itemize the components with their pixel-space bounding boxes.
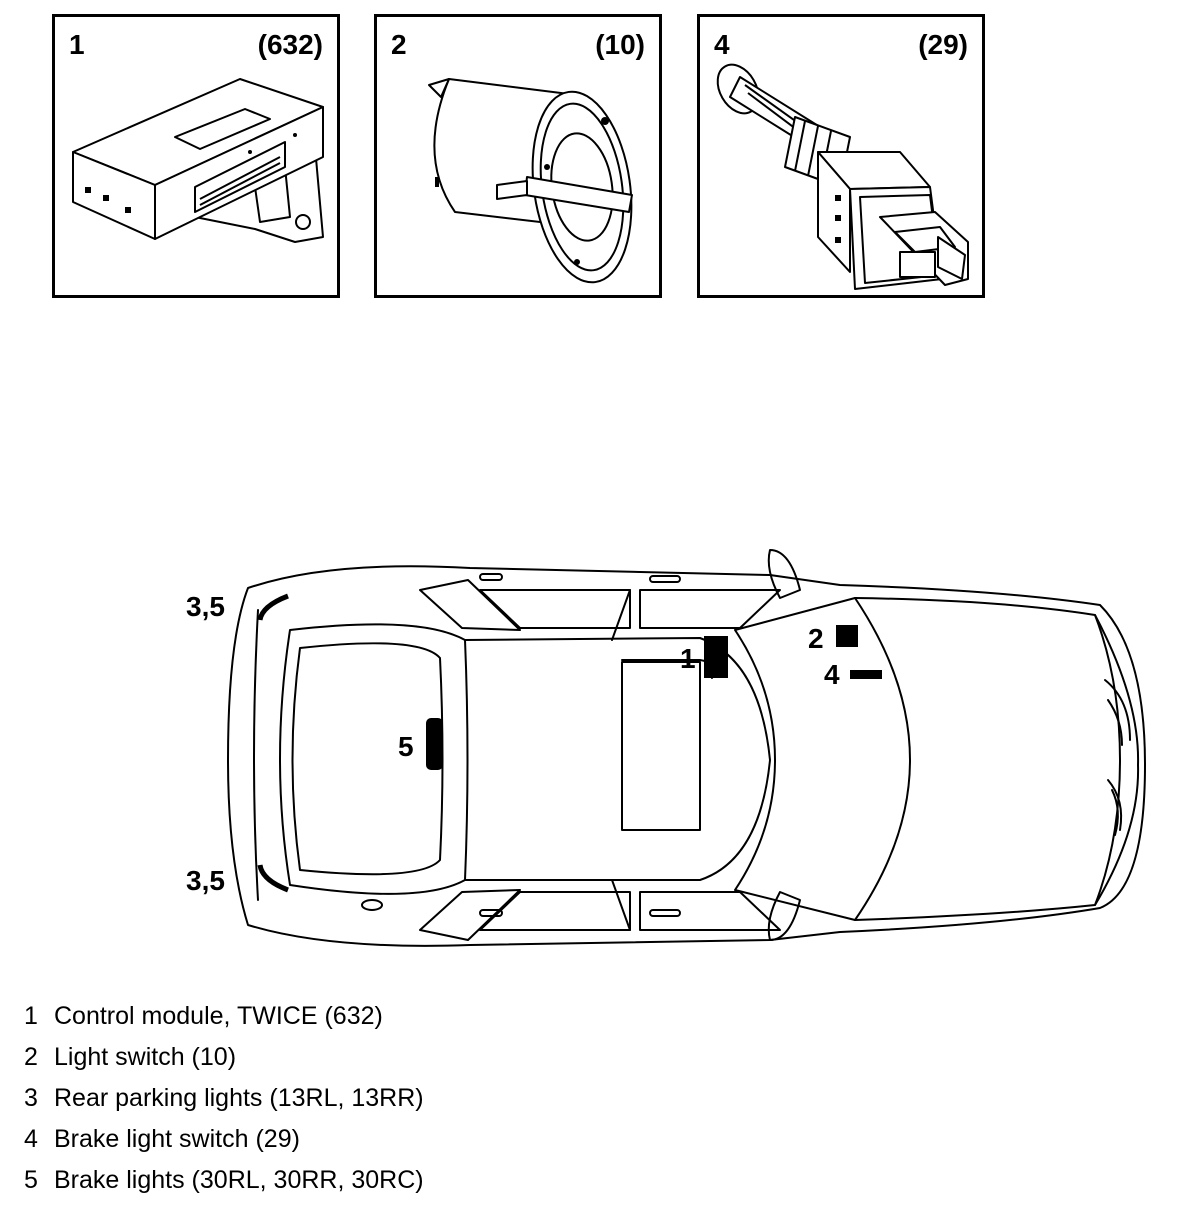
brake-light-switch-marker [850, 670, 882, 679]
light-switch-icon [428, 78, 633, 284]
marker-label-5: 5 [398, 731, 414, 762]
marker-label-2: 2 [808, 623, 824, 654]
marker-label-3-5-top: 3,5 [186, 591, 225, 622]
panel-number: 2 [391, 29, 407, 60]
legend-text: Rear parking lights (13RL, 13RR) [54, 1084, 424, 1112]
legend-number: 4 [24, 1125, 38, 1153]
panel-number: 1 [69, 29, 85, 60]
legend-text: Brake lights (30RL, 30RR, 30RC) [54, 1166, 424, 1194]
panel-brake-light-switch: 4 (29) [697, 14, 985, 298]
legend-text: Light switch (10) [54, 1043, 237, 1071]
panel-light-switch: 2 (10) [374, 14, 662, 298]
legend-text: Control module, TWICE (632) [54, 1002, 383, 1030]
panel-number: 4 [714, 29, 730, 60]
control-module-icon [72, 78, 324, 243]
component-legend: 1 Control module, TWICE (632) 2 Light swit… [24, 998, 424, 1203]
marker-label-4: 4 [824, 659, 840, 690]
legend-item: 4 Brake light switch (29) [24, 1121, 424, 1162]
legend-item: 5 Brake lights (30RL, 30RR, 30RC) [24, 1162, 424, 1203]
legend-item: 3 Rear parking lights (13RL, 13RR) [24, 1080, 424, 1121]
legend-text: Brake light switch (29) [54, 1125, 300, 1153]
car-top-view: 1 2 4 5 3,5 3,5 [186, 549, 1146, 947]
legend-item: 1 Control module, TWICE (632) [24, 998, 424, 1039]
light-switch-marker [836, 625, 858, 647]
brake-light-marker [426, 718, 443, 770]
rear-parking-light-right [257, 864, 289, 893]
marker-label-1: 1 [680, 643, 696, 674]
car-body [227, 549, 1146, 947]
control-module-marker [704, 636, 728, 678]
panel-code: (29) [918, 29, 968, 60]
legend-number: 2 [24, 1043, 38, 1071]
rear-parking-light-left [257, 593, 289, 621]
panel-control-module: 1 (632) [52, 14, 340, 298]
legend-number: 3 [24, 1084, 38, 1112]
brake-light-switch-icon [716, 63, 969, 290]
legend-number: 1 [24, 1002, 38, 1030]
panel-code: (632) [257, 29, 323, 60]
panel-code: (10) [595, 29, 645, 60]
legend-number: 5 [24, 1166, 38, 1194]
marker-label-3-5-bottom: 3,5 [186, 865, 225, 896]
legend-item: 2 Light switch (10) [24, 1039, 424, 1080]
